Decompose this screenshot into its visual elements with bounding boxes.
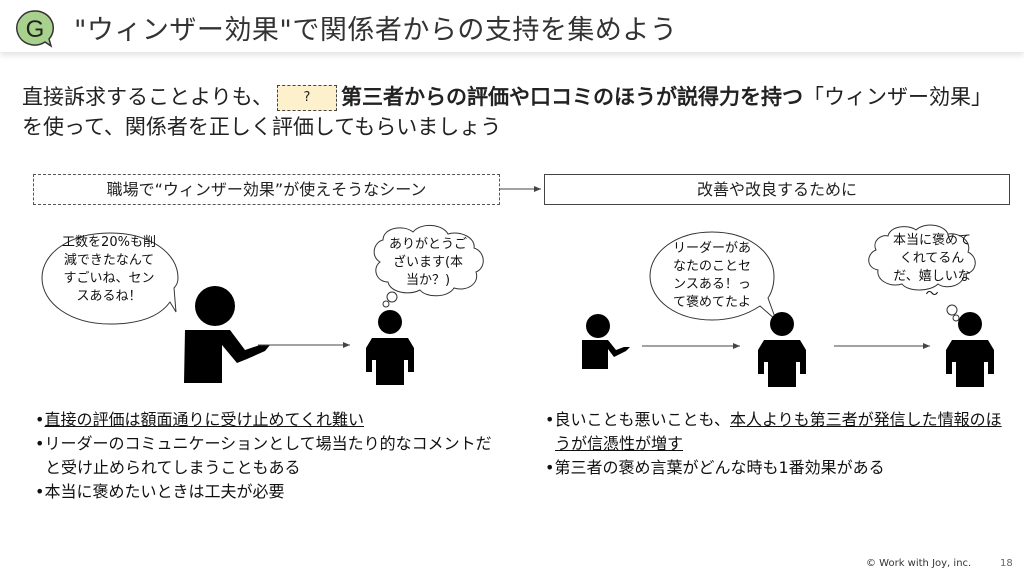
bullet-item: •本当に褒めたいときは工夫が必要: [35, 482, 285, 501]
person-speaker-icon: [184, 286, 270, 383]
g-badge-icon: G: [16, 10, 54, 48]
bullet-item: •リーダーのコミュニケーションとして場当たり的なコメントだと受け止められてしまう…: [35, 434, 492, 477]
speech-text-right: リーダーがあなたのことセンスある！って褒めてたよ: [672, 241, 751, 310]
right-bullet-list: •良いことも悪いことも、本人よりも第三者が発信した情報のほうが信憑性が増す •第…: [543, 408, 1013, 480]
header-bar: G "ウィンザー効果"で関係者からの支持を集めよう: [0, 0, 1024, 52]
hidden-word-box[interactable]: ?: [276, 85, 337, 111]
thought-cloud-right: [868, 224, 976, 291]
bullet-item: •良いことも悪いことも、本人よりも第三者が発信した情報のほうが信憑性が増す: [545, 410, 1002, 453]
thought-text-left: ありがとうございます(本当か？): [388, 237, 467, 288]
speech-text-left: 工数を20%も削減できたなんてすごいね、センスあるね！: [62, 235, 156, 304]
bullet-item: •第三者の褒め言葉がどんな時も1番効果がある: [545, 458, 885, 477]
person-receiver-icon: [946, 312, 994, 387]
page-title: "ウィンザー効果"で関係者からの支持を集めよう: [74, 15, 678, 46]
person-leader-icon: [582, 314, 630, 369]
thought-text-right: 本当に褒めてくれてるんだ、嬉しいな～: [892, 233, 971, 302]
speech-bubble-right: [649, 231, 777, 321]
left-bullet-list: •直接の評価は額面通りに受け止めてくれ難い •リーダーのコミュニケーションとして…: [33, 408, 503, 504]
scene-box: 職場で“ウィンザー効果”が使えそうなシーン: [33, 174, 500, 205]
bullet-item: •直接の評価は額面通りに受け止めてくれ難い: [35, 410, 364, 429]
improvement-box: 改善や改良するために: [544, 174, 1010, 205]
intro-text: 直接訴求することよりも、?第三者からの評価や口コミのほうが説得力を持つ「ウィンザ…: [22, 85, 992, 139]
thought-cloud-left: [373, 225, 484, 297]
copyright: © Work with Joy, inc.: [866, 558, 972, 569]
person-listener-icon: [366, 310, 414, 385]
page-number: 18: [1000, 558, 1013, 569]
speech-bubble-left: [41, 232, 179, 325]
person-relay-icon: [758, 312, 806, 387]
svg-text:G: G: [26, 16, 45, 43]
